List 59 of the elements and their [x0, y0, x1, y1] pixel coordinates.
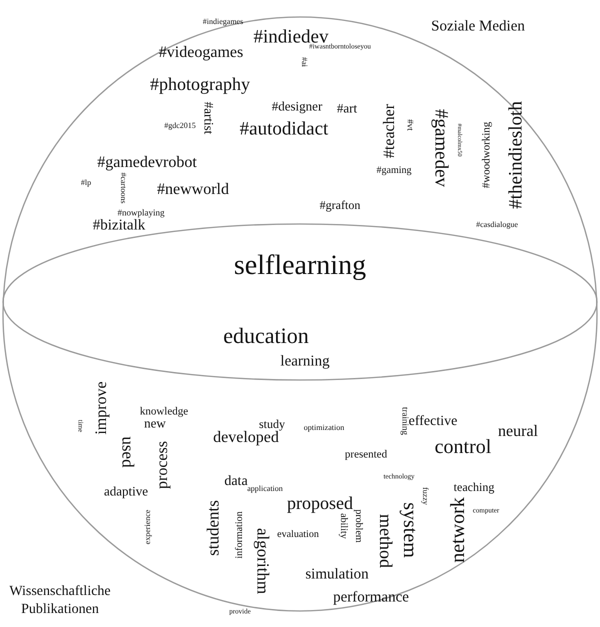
center-word: selflearning [234, 252, 366, 280]
keyword-word: neural [498, 424, 538, 440]
keyword-word: performance [333, 590, 409, 606]
hashtag-word: #gaming [376, 166, 412, 176]
keyword-word: used [120, 436, 136, 468]
keyword-word: ability [338, 513, 348, 539]
keyword-word: evaluation [277, 530, 319, 540]
hashtag-word: #woodworking [482, 122, 492, 188]
hashtag-word: #indiegames [202, 18, 244, 26]
hashtag-word: #newworld [157, 182, 229, 198]
keyword-word: data [224, 475, 248, 489]
hashtag-word: #designer [272, 100, 322, 112]
keyword-word: problem [353, 509, 363, 543]
keyword-word: study [259, 418, 285, 430]
keyword-word: teaching [454, 481, 494, 493]
hashtag-word: #artist [202, 102, 216, 134]
keyword-word: effective [408, 415, 458, 429]
keyword-word: application [247, 485, 283, 493]
keyword-word: simulation [305, 568, 369, 582]
hashtag-word: #vt [406, 119, 414, 131]
hashtag-word: #casdialogue [476, 221, 518, 229]
keyword-word: students [204, 500, 222, 556]
section-title: Wissenschaftliche Publikationen [8, 582, 112, 619]
hashtag-word: #gamedev [432, 108, 450, 188]
hashtag-word: #cartoons [119, 172, 127, 204]
keyword-word: optimization [304, 424, 344, 432]
keyword-word: proposed [287, 494, 353, 512]
keyword-word: network [448, 497, 468, 563]
keyword-word: experience [144, 510, 152, 544]
section-title: Soziale Medien [431, 20, 525, 34]
keyword-word: developed [213, 430, 279, 446]
keyword-word: new [144, 416, 166, 430]
keyword-word: education [223, 325, 309, 347]
keyword-word: method [377, 514, 395, 568]
hashtag-word: #photography [150, 75, 250, 93]
keyword-word: control [434, 437, 492, 457]
hashtag-word: #ai [300, 57, 308, 67]
hashtag-word: #autodidact [240, 120, 328, 138]
hashtag-word: #nowplaying [118, 208, 164, 218]
hashtag-word: #bizitalk [92, 218, 146, 234]
hashtag-word: #teacher [382, 104, 398, 158]
keyword-word: information [235, 511, 245, 559]
hashtag-word: #videogames [158, 45, 244, 61]
keyword-word: algorithm [254, 528, 272, 594]
hashtag-word: #gdc2015 [164, 122, 196, 130]
keyword-word: process [155, 441, 171, 489]
keyword-word: fuzzy [421, 487, 429, 505]
hashtag-word: #lp [80, 179, 92, 187]
hashtag-word: #grafton [320, 199, 360, 211]
keyword-word: adaptive [104, 484, 148, 498]
keyword-word: presented [344, 450, 388, 460]
hashtag-word: #art [336, 102, 358, 114]
keyword-word: training [400, 407, 410, 435]
hashtag-word: #theindiesloth [506, 101, 526, 209]
keyword-word: learning [280, 354, 330, 370]
keyword-word: improve [94, 381, 110, 435]
keyword-word: knowledge [140, 406, 188, 418]
hashtag-word: #gamedevrobot [97, 155, 197, 171]
keyword-word: system [400, 502, 420, 558]
